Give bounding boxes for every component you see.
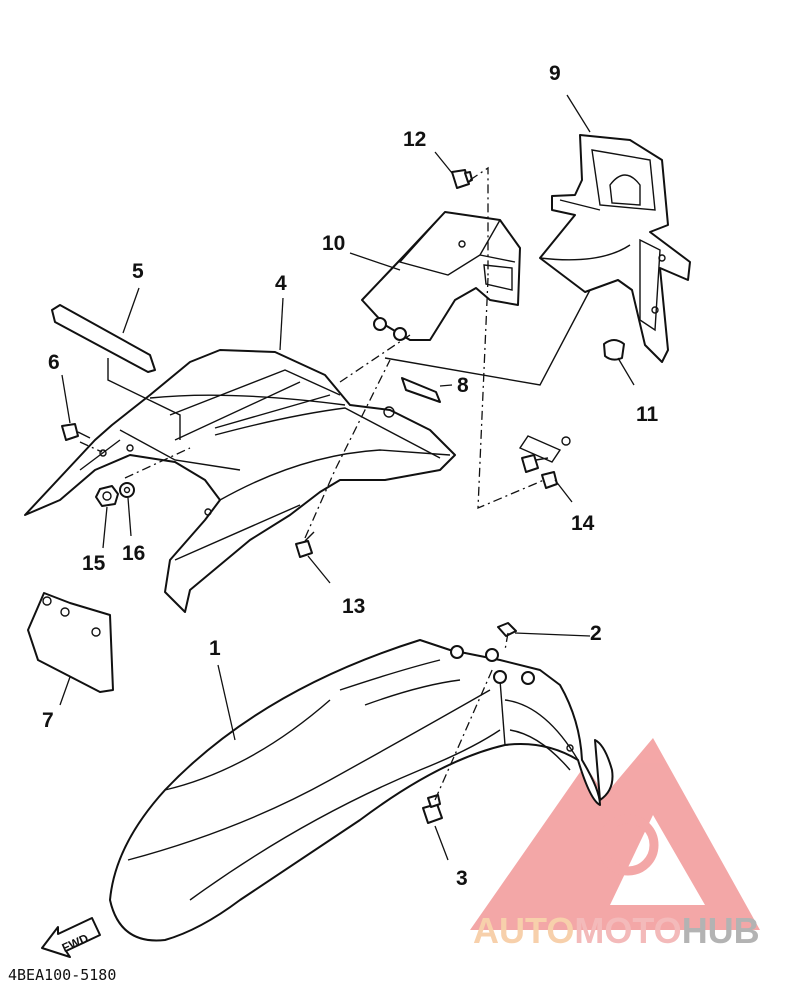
watermark-hub: HUB xyxy=(682,910,760,951)
part-1-front-fender xyxy=(109,639,614,942)
part-4-rear-fender xyxy=(24,349,456,613)
callout-4: 4 xyxy=(275,272,287,295)
callout-labels: 9 12 10 5 4 6 8 11 14 15 16 13 2 1 7 3 xyxy=(42,62,659,890)
callout-6: 6 xyxy=(48,351,60,374)
callout-11: 11 xyxy=(636,403,659,426)
part-5-strip xyxy=(51,304,156,373)
callout-8: 8 xyxy=(457,374,469,397)
callout-14: 14 xyxy=(571,512,595,535)
callout-10: 10 xyxy=(322,232,345,255)
part-9-license-bracket xyxy=(539,134,691,363)
part-8-label xyxy=(401,377,441,403)
callout-5: 5 xyxy=(132,260,144,283)
callout-1: 1 xyxy=(209,637,221,660)
part-10-inner-guard xyxy=(361,211,521,341)
assembly-lines xyxy=(79,166,591,801)
watermark-moto: MOTO xyxy=(574,910,681,951)
callout-3: 3 xyxy=(456,867,468,890)
watermark-logo: AUTOMOTOHUB xyxy=(470,738,760,951)
drawing-code: 4BEA100-5180 xyxy=(8,966,116,984)
fwd-arrow-icon: FWD xyxy=(41,917,101,958)
svg-text:AUTOMOTOHUB: AUTOMOTOHUB xyxy=(473,910,760,951)
fastener-hardware xyxy=(61,169,625,824)
callout-9: 9 xyxy=(549,62,561,85)
callout-13: 13 xyxy=(342,595,365,618)
callout-7: 7 xyxy=(42,709,54,732)
callout-15: 15 xyxy=(82,552,106,575)
callout-12: 12 xyxy=(403,128,426,151)
callout-16: 16 xyxy=(122,542,145,565)
callout-2: 2 xyxy=(590,622,602,645)
watermark-auto: AUTO xyxy=(473,910,574,951)
leader-lines xyxy=(59,94,635,861)
part-7-mud-flap xyxy=(27,592,114,693)
